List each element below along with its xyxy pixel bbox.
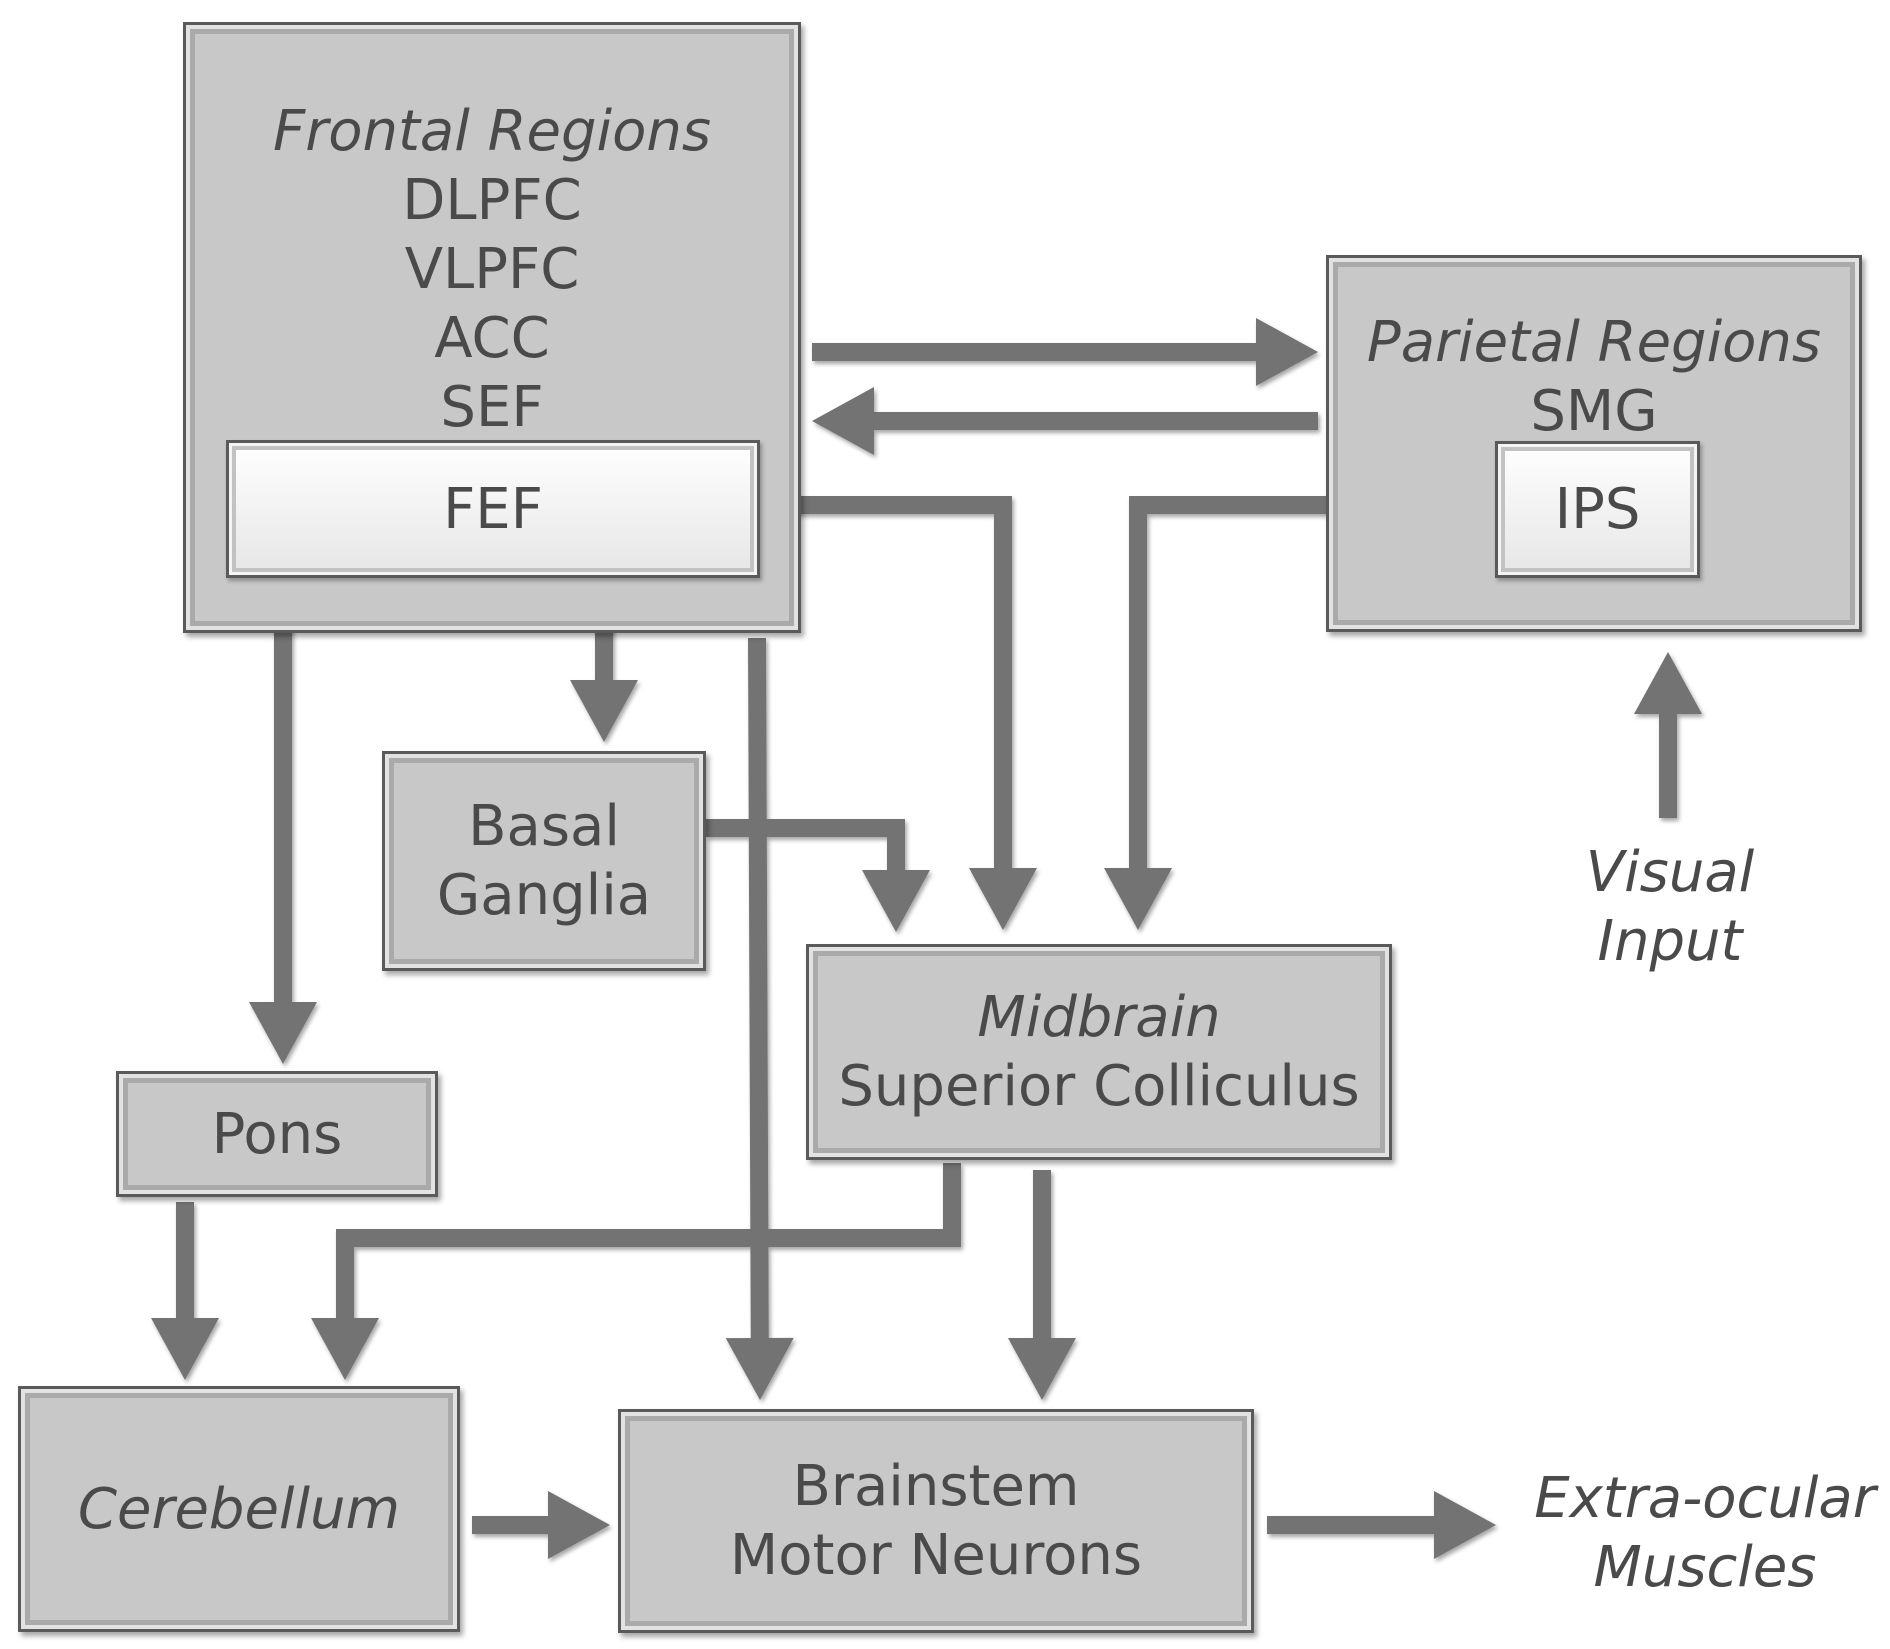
brainstem-line2: Motor Neurons (729, 1523, 1143, 1588)
frontal-item-vlpfc: VLPFC (404, 237, 580, 302)
arrow-fef-to-midbrain-head (969, 868, 1037, 930)
brainstem-box: Brainstem Motor Neurons (618, 1409, 1254, 1633)
arrow-brainstem-to-muscles-head (1434, 1491, 1496, 1559)
arrow-fef-to-basal-ganglia-head (570, 680, 638, 742)
extraocular-muscles-label: Extra-ocular Muscles (1520, 1464, 1890, 1602)
frontal-item-acc: ACC (434, 306, 550, 371)
basal-ganglia-box: Basal Ganglia (382, 751, 706, 971)
arrow-pons-to-cerebellum-head (151, 1318, 219, 1380)
frontal-item-dlpfc: DLPFC (402, 168, 582, 233)
arrow-frontal-to-parietal-head (1256, 318, 1318, 386)
arrow-pons-to-cerebellum (151, 1202, 219, 1380)
arrow-brainstem-to-muscles (1267, 1491, 1496, 1559)
visual-input-line1: Visual (1585, 840, 1755, 905)
cerebellum-box: Cerebellum (18, 1386, 460, 1632)
arrow-cerebellum-to-brainstem-head (548, 1491, 610, 1559)
ips-label: IPS (1554, 477, 1641, 542)
arrow-frontal-to-brainstem-shaft (748, 637, 769, 1343)
arrow-midbrain-to-cerebellum-head (311, 1318, 379, 1380)
parietal-item-smg: SMG (1530, 379, 1658, 444)
cerebellum-label: Cerebellum (77, 1476, 401, 1542)
arrow-frontal-to-parietal (812, 318, 1318, 386)
basal-ganglia-line2: Ganglia (436, 863, 652, 928)
arrow-midbrain-to-brainstem (1008, 1170, 1076, 1400)
pons-box: Pons (116, 1071, 438, 1197)
ips-box: IPS (1495, 441, 1700, 578)
arrow-fef-to-midbrain (760, 496, 1037, 930)
frontal-regions-title: Frontal Regions (272, 99, 712, 164)
arrow-midbrain-to-cerebellum (311, 1163, 961, 1380)
arrow-fef-to-pons-head (249, 1002, 317, 1064)
arrow-midbrain-to-brainstem-head (1008, 1338, 1076, 1400)
arrow-frontal-to-brainstem-head (725, 1337, 794, 1400)
extraocular-line2: Muscles (1593, 1535, 1817, 1600)
pons-label: Pons (211, 1101, 343, 1167)
arrow-parietal-to-frontal (812, 387, 1318, 455)
fef-box: FEF (226, 440, 760, 578)
visual-input-label: Visual Input (1540, 838, 1800, 976)
arrow-basal-ganglia-to-midbrain-head (862, 870, 930, 932)
extraocular-line1: Extra-ocular (1534, 1466, 1876, 1531)
midbrain-box: Midbrain Superior Colliculus (806, 944, 1392, 1160)
arrow-fef-to-midbrain-shaft (760, 496, 1012, 872)
arrow-parietal-to-frontal-head (812, 387, 874, 455)
arrow-ips-to-midbrain-head (1104, 868, 1172, 930)
arrow-basal-ganglia-to-midbrain (706, 819, 930, 932)
midbrain-title: Midbrain (977, 985, 1221, 1050)
frontal-item-sef: SEF (440, 375, 544, 440)
visual-input-line2: Input (1597, 909, 1743, 974)
midbrain-subtitle: Superior Colliculus (838, 1054, 1360, 1119)
arrow-basal-ganglia-to-midbrain-shaft (706, 819, 905, 874)
basal-ganglia-line1: Basal (468, 794, 620, 859)
brainstem-line1: Brainstem (792, 1454, 1080, 1519)
arrow-midbrain-to-cerebellum-shaft (336, 1163, 961, 1322)
arrow-cerebellum-to-brainstem (472, 1491, 610, 1559)
arrow-frontal-to-brainstem (725, 637, 794, 1400)
arrow-visual-input-to-parietal (1634, 652, 1702, 818)
arrow-visual-input-to-parietal-head (1634, 652, 1702, 714)
fef-label: FEF (443, 476, 543, 542)
arrow-fef-to-pons (249, 580, 317, 1064)
parietal-regions-title: Parietal Regions (1366, 310, 1822, 375)
